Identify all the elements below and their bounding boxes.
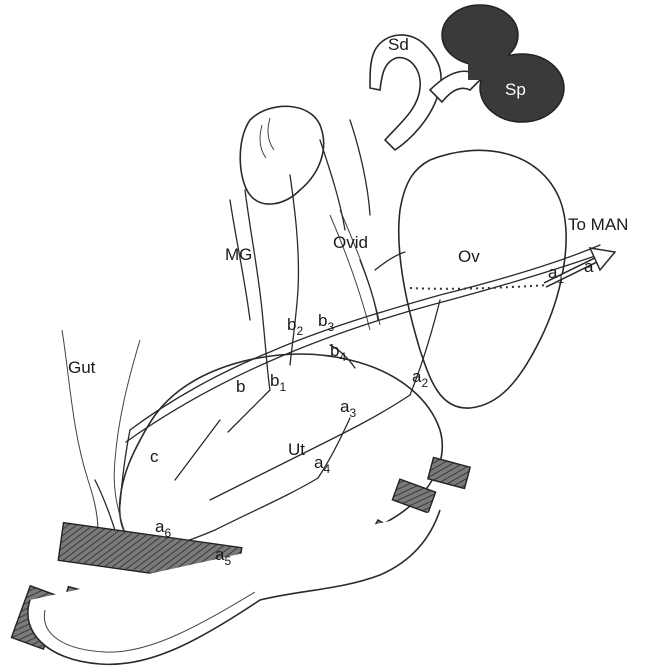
- label-b2: b2: [287, 315, 303, 338]
- label-sp: Sp: [505, 80, 526, 99]
- label-b: b: [236, 377, 245, 396]
- label-ovid: Ovid: [333, 233, 368, 252]
- label-ut: Ut: [288, 440, 305, 459]
- label-to-man: To MAN: [568, 215, 628, 234]
- ovary-outline: [399, 150, 566, 408]
- label-mg: MG: [225, 245, 252, 264]
- spermatheca: [442, 5, 564, 122]
- label-a: a: [584, 257, 594, 276]
- label-gut: Gut: [68, 358, 96, 377]
- label-c: c: [150, 447, 159, 466]
- accessory-gland-outline: [240, 106, 323, 204]
- label-ov: Ov: [458, 247, 480, 266]
- label-a2: a2: [412, 367, 428, 390]
- label-sd: Sd: [388, 35, 409, 54]
